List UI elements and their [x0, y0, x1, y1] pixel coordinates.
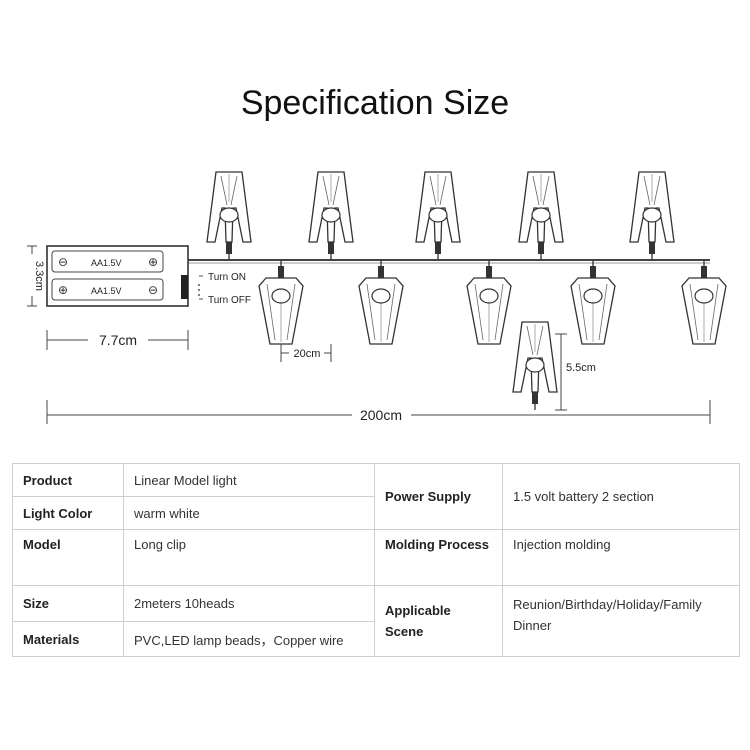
height-dimension-label: 3.3cm — [33, 261, 45, 291]
width-dimension — [46, 330, 189, 350]
battery-2-minus-icon: ⊖ — [148, 283, 158, 297]
materials-label: Materials — [12, 621, 124, 657]
height-dimension — [27, 245, 37, 307]
clip-up-4 — [518, 171, 564, 261]
power-switch — [181, 275, 188, 299]
switch-dot — [198, 289, 200, 291]
width-dimension-label: 7.7cm — [99, 332, 137, 348]
battery-1 — [51, 250, 164, 273]
clip-down-1 — [258, 259, 304, 345]
clip-down-5 — [681, 259, 727, 345]
total-length-dimension — [46, 400, 711, 424]
light-color-label: Light Color — [12, 496, 124, 530]
spacing-dimension-label: 20cm — [294, 348, 321, 360]
materials-value: PVC,LED lamp beads，Copper wire — [123, 621, 375, 657]
switch-off-label: Turn OFF — [208, 295, 251, 306]
battery-1-minus-icon: ⊖ — [58, 255, 68, 269]
table-row: Materials PVC,LED lamp beads，Copper wire — [12, 621, 740, 657]
clip-height-dimension — [555, 333, 567, 411]
switch-on-label: Turn ON — [208, 272, 246, 283]
product-label: Product — [12, 463, 124, 497]
clip-up-3 — [415, 171, 461, 261]
applicable-scene-value: Reunion/Birthday/Holiday/Family Dinner — [502, 585, 740, 657]
spec-table: Product Linear Model light Power Supply … — [12, 463, 740, 657]
clip-down-4 — [570, 259, 616, 345]
clip-up-5 — [629, 171, 675, 261]
size-value: 2meters 10heads — [123, 585, 375, 622]
battery-box: ⊖ AA1.5V ⊕ ⊕ AA1.5V ⊖ — [46, 245, 189, 307]
applicable-scene-label: Applicable Scene — [374, 585, 503, 657]
power-supply-label: Power Supply — [374, 463, 503, 530]
light-color-value: warm white — [123, 496, 375, 530]
battery-2-plus-icon: ⊕ — [58, 283, 68, 297]
battery-2 — [51, 278, 164, 301]
battery-1-label: AA1.5V — [91, 258, 122, 268]
product-value: Linear Model light — [123, 463, 375, 497]
size-label: Size — [12, 585, 124, 622]
spacing-dimension — [280, 344, 332, 362]
page-title: Specification Size — [240, 84, 510, 122]
total-length-dimension-label: 200cm — [360, 407, 402, 423]
clip-up-1 — [206, 171, 252, 261]
power-supply-value: 1.5 volt battery 2 section — [502, 463, 740, 530]
battery-2-label: AA1.5V — [91, 286, 122, 296]
clip-down-2 — [358, 259, 404, 345]
table-row: Light Color warm white — [12, 496, 740, 530]
battery-1-plus-icon: ⊕ — [148, 255, 158, 269]
molding-process-value: Injection molding — [502, 529, 740, 586]
table-row: Product Linear Model light Power Supply … — [12, 463, 740, 530]
clip-up-2 — [308, 171, 354, 261]
model-label: Model — [12, 529, 124, 586]
model-value: Long clip — [123, 529, 375, 586]
molding-process-label: Molding Process — [374, 529, 503, 586]
table-row: Size 2meters 10heads Applicable Scene Re… — [12, 585, 740, 657]
string-light-diagram: ⊖ AA1.5V ⊕ ⊕ AA1.5V ⊖ Turn ON Turn OFF 3… — [27, 171, 727, 424]
table-row: Model Long clip Molding Process Injectio… — [12, 529, 740, 586]
clip-down-3 — [466, 259, 512, 345]
clip-height-dimension-label: 5.5cm — [566, 362, 596, 374]
switch-dot — [198, 284, 200, 286]
switch-dot — [198, 294, 200, 296]
clip-detail — [512, 321, 558, 411]
